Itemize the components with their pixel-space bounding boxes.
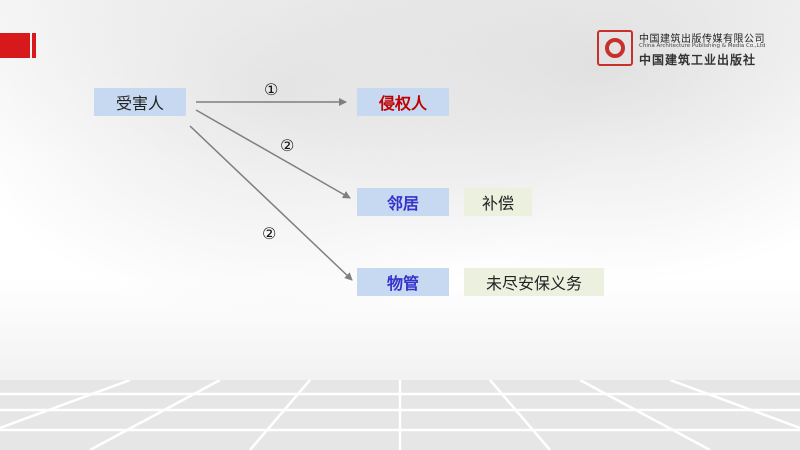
publisher-logo-icon	[597, 30, 633, 66]
arrow-label-2-lower: ②	[262, 224, 277, 243]
red-accent-tab	[0, 33, 36, 58]
arrow-victim-to-neighbor	[195, 109, 351, 199]
neighbor-box: 邻居	[357, 188, 449, 216]
publisher-name-en: China Architecture Publishing & Media Co…	[639, 43, 766, 49]
floor-grid	[0, 380, 800, 450]
victim-box: 受害人	[94, 88, 186, 116]
publisher-press-name: 中国建筑工业出版社	[639, 53, 757, 67]
arrow-label-2-upper: ②	[280, 136, 295, 155]
arrow-label-1: ①	[264, 80, 279, 99]
property-management-box: 物管	[357, 268, 449, 296]
compensation-box: 补偿	[464, 188, 532, 216]
publisher-name-cn: 中国建筑出版传媒有限公司	[639, 34, 765, 45]
publisher-logo: 中国建筑出版传媒有限公司 China Architecture Publishi…	[597, 28, 797, 70]
security-duty-box: 未尽安保义务	[464, 268, 604, 296]
arrow-victim-to-property	[189, 125, 353, 281]
infringer-box: 侵权人	[357, 88, 449, 116]
